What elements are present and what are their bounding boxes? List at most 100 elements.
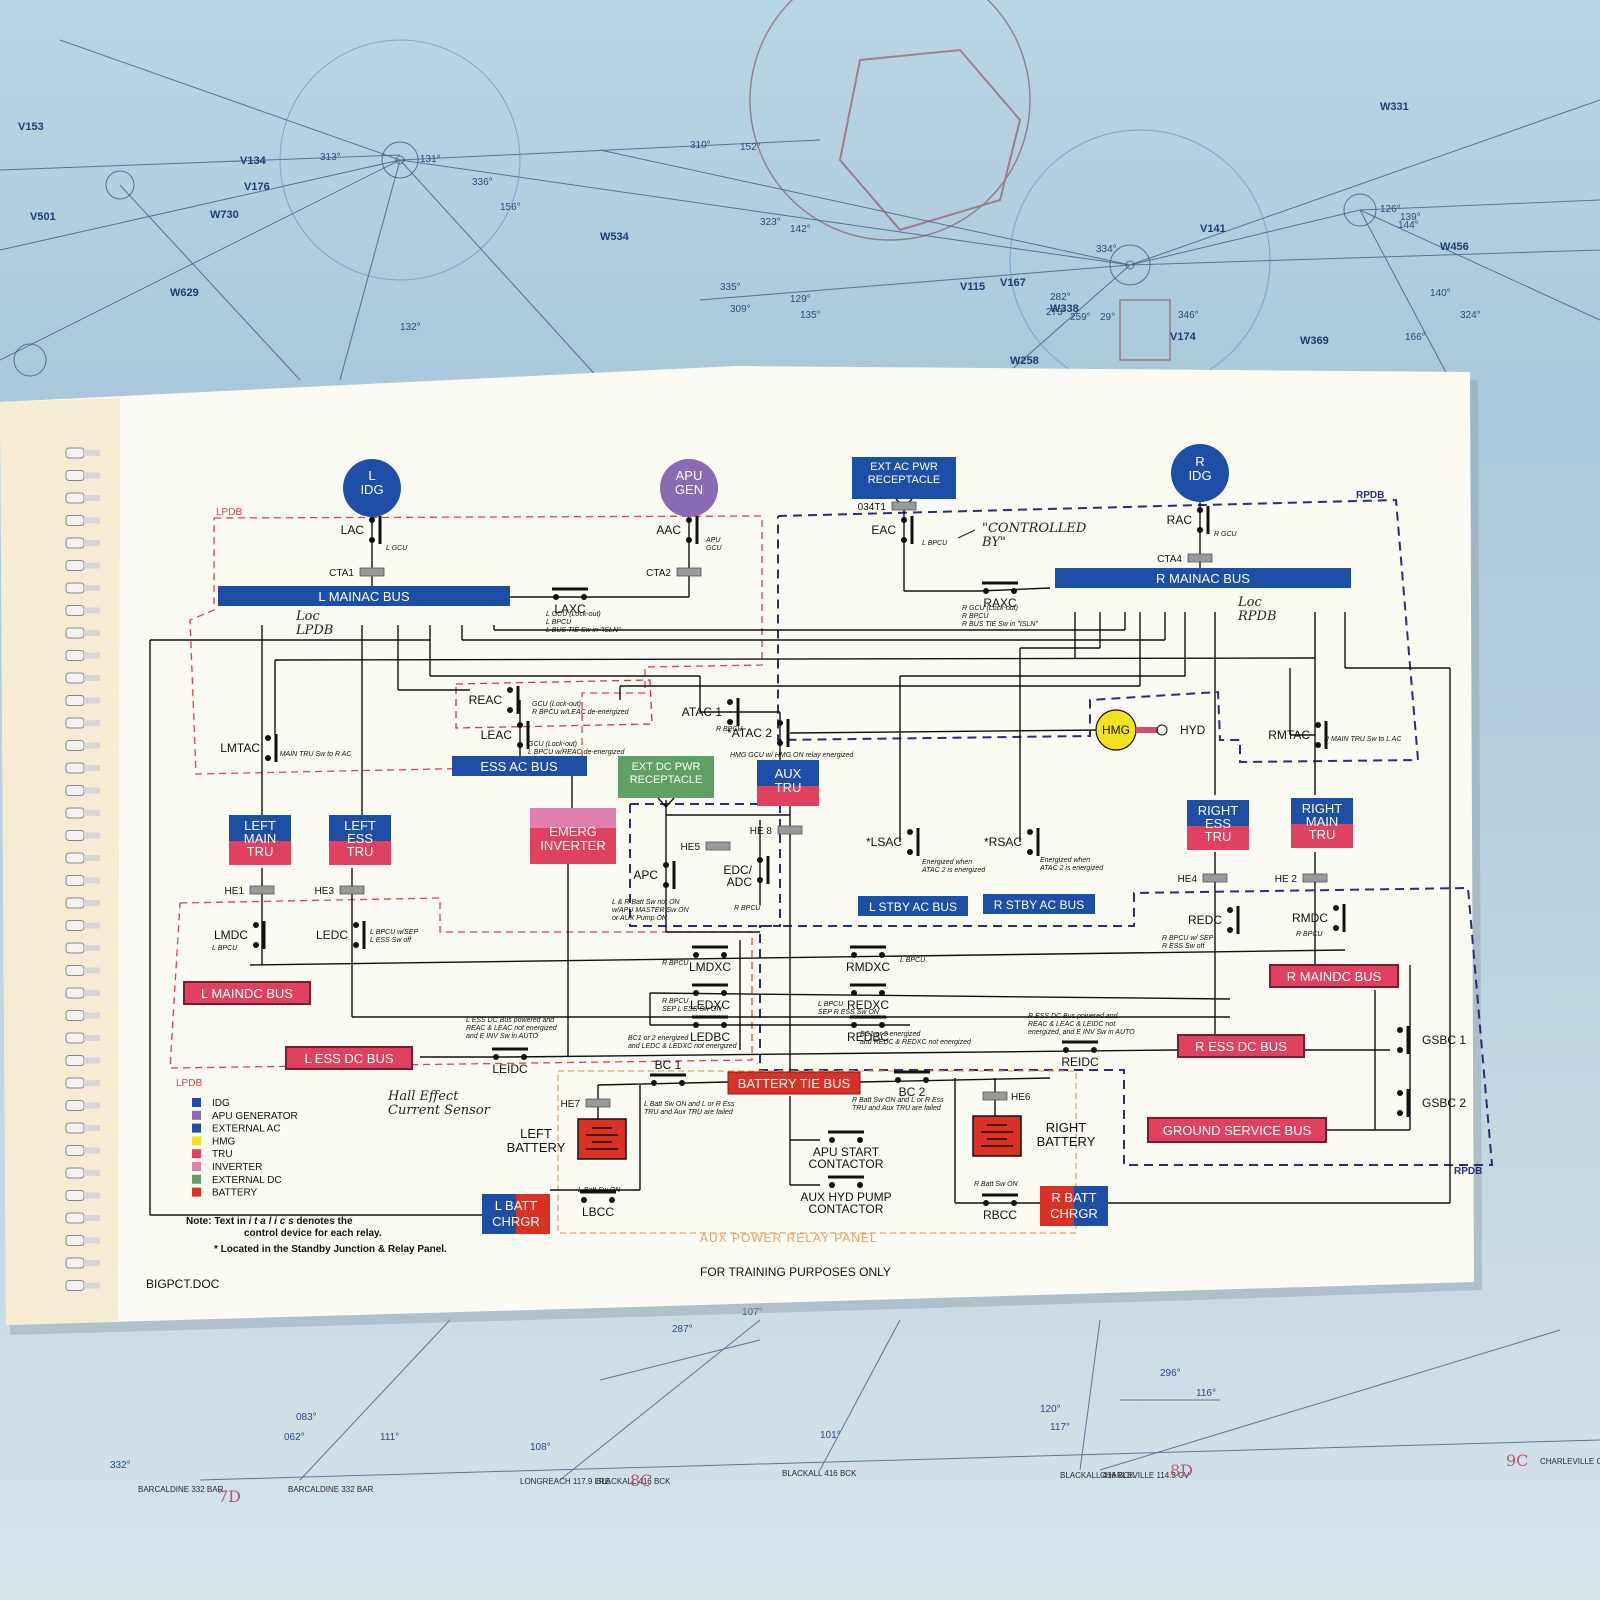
sensor-he4: HE4 (1178, 873, 1228, 885)
binding-ring (65, 1122, 85, 1134)
contactor-label: BC 2 (899, 1085, 926, 1099)
map-place-label: CHARLEVILLE CV (1540, 1457, 1600, 1466)
binding-ring-tail (84, 585, 100, 591)
binding-ring (65, 1167, 85, 1179)
ground-service-bus-label: GROUND SERVICE BUS (1163, 1123, 1312, 1138)
binding-ring (65, 1145, 85, 1156)
control-note-lac: L GCU (386, 545, 408, 552)
binding-ring-tail (84, 607, 100, 614)
contactor-label: LEDC (316, 928, 348, 942)
map-place-label: BLACKALL 416 BCK (782, 1469, 857, 1478)
map-bearing-label: 120° (1040, 1404, 1061, 1415)
legend-swatch (192, 1162, 201, 1171)
binding-ring-tail (84, 1057, 100, 1064)
ess-ac-bus: ESS AC BUS (452, 756, 587, 776)
l-ess-dc-bus: L ESS DC BUS (285, 1046, 413, 1070)
sensor-cta4: CTA4 (1157, 553, 1213, 565)
legend-item: INVERTER (192, 1162, 262, 1173)
legend-item: EXTERNAL DC (192, 1174, 282, 1186)
sensor-label: HE4 (1178, 874, 1198, 885)
binding-ring-tail (84, 1192, 100, 1199)
legend-label: EXTERNAL DC (212, 1175, 282, 1186)
l-main-ac-bus-label: L MAINAC BUS (318, 589, 410, 604)
contactor-label: RMDXC (846, 960, 890, 974)
r-main-dc-bus-label: R MAINDC BUS (1287, 969, 1382, 984)
map-bearing-label: 332° (110, 1460, 131, 1471)
contactor-label: LEDBC (690, 1030, 730, 1044)
legend-label: EXTERNAL AC (212, 1124, 281, 1135)
binding-ring-tail (84, 652, 100, 659)
binding-ring (65, 1280, 85, 1291)
battery-tie-bus: BATTERY TIE BUS (727, 1071, 861, 1095)
map-airway-label: W456 (1440, 241, 1469, 253)
footer: Note: Text in i t a l i c s denotes the … (146, 1216, 891, 1291)
contactor-rsac: *RSAC (984, 828, 1040, 856)
sensor-label: HE 8 (750, 826, 773, 837)
map-bearing-label: 296° (1160, 1368, 1181, 1379)
ess-ac-bus-label: ESS AC BUS (480, 759, 558, 774)
binding-ring (65, 920, 85, 931)
binding-ring (65, 1257, 85, 1269)
map-airway-label: W258 (1010, 355, 1039, 367)
map-place-label: BLACKALL 416 BCK (596, 1477, 671, 1486)
binding-ring (65, 627, 85, 639)
rpdb-bottom-label: RPDB (1454, 1166, 1482, 1177)
hyd-label: HYD (1180, 723, 1206, 737)
map-bearing-label: 135° (800, 310, 821, 321)
r-main-dc-bus: R MAINDC BUS (1269, 964, 1399, 988)
contactor-label: REIDC (1061, 1055, 1099, 1069)
binding-ring (65, 560, 85, 571)
binding-ring (65, 762, 85, 774)
contactor-label: *LSAC (866, 835, 902, 849)
map-bearing-label: 309° (730, 304, 751, 315)
contactor-rmtac: RMTAC (1268, 721, 1328, 749)
map-bearing-label: 29° (1100, 312, 1115, 323)
sensor-he8: HE 8 (750, 825, 803, 837)
contactor-label: REDC (1188, 913, 1222, 927)
rpdb-lower-region: RPDB (629, 803, 1494, 1177)
l-main-ac-bus: L MAINAC BUS (218, 586, 510, 606)
binding-ring-tail (84, 1012, 100, 1019)
contactor-label: ATAC 1 (682, 705, 723, 719)
binding-ring (65, 605, 85, 616)
map-bearing-label: 108° (530, 1442, 551, 1453)
lpdb-label: LPDB (216, 507, 242, 518)
contactor-redbc: REDBC (847, 1015, 889, 1044)
contactor-lsac: *LSAC (866, 828, 920, 856)
contactor-label: RBCC (983, 1208, 1017, 1222)
lpdb-bottom-label: LPDB (176, 1078, 202, 1089)
map-bearing-label: 166° (1405, 332, 1426, 343)
contactor-leidc: LEIDC (492, 1047, 528, 1076)
battery-tie-bus-label: BATTERY TIE BUS (738, 1076, 851, 1091)
map-airway-label: V174 (1170, 331, 1197, 343)
control-note-reac: GCU (Lock-out)R BPCU w/LEAC de-energized (532, 701, 630, 716)
map-airway-label: V141 (1200, 223, 1226, 235)
legend-swatch (192, 1098, 201, 1107)
contactor-raxc: RAXC (982, 581, 1018, 610)
binding-ring (65, 537, 85, 549)
legend-label: HMG (212, 1136, 236, 1147)
control-note-rmdxc: L BPCU (900, 957, 926, 964)
sensor-cta2: CTA2 (646, 567, 702, 579)
contactor-label: RAXC (983, 596, 1017, 610)
map-bearing-label: 062° (284, 1432, 305, 1443)
binding-ring-tail (84, 562, 100, 569)
r-ess-dc-bus-label: R ESS DC BUS (1195, 1039, 1287, 1054)
binding-ring (65, 695, 85, 706)
